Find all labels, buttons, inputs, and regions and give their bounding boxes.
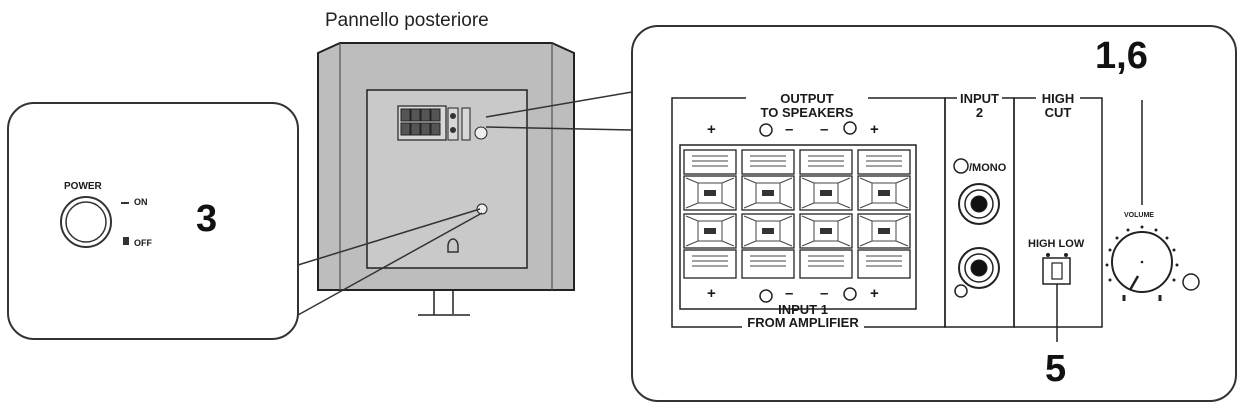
speaker-cabinet [317,42,575,316]
volume-knob [1105,100,1200,301]
terminal-plus-top-left: + [707,121,716,138]
input1-line1: INPUT 1 [778,302,828,317]
input2-title-line2: 2 [975,105,984,120]
terminal-minus-bottom-r: – [785,285,794,302]
terminal-minus-top-r: – [785,121,794,138]
high-low-label: HIGH LOW [1028,238,1085,250]
terminal-plus-bottom-right: + [870,285,879,302]
diagram-title: Pannello posteriore [325,10,489,31]
power-off-label: OFF [134,238,152,248]
high-low-switch [1042,253,1071,342]
terminal-plus-bottom-left: + [707,285,716,302]
input1-line2: FROM AMPLIFIER [747,315,859,330]
zoom-lines [297,91,633,316]
volume-label: VOLUME [1124,212,1154,219]
callout-volume-step: 1,6 [1095,35,1148,77]
output-title-line1: OUTPUT [780,91,834,106]
callout-power-step: 3 [196,198,218,240]
speaker-terminals [679,144,917,310]
terminal-minus-top-l: – [820,121,829,138]
power-on-label: ON [134,197,148,207]
terminal-plus-top-right: + [870,121,879,138]
terminal-minus-bottom-l: – [820,285,829,302]
highcut-title-line2: CUT [1044,105,1072,120]
mono-label: /MONO [969,162,1007,174]
input2-title-line1: INPUT [960,91,999,106]
callout-highcut-step: 5 [1045,348,1067,390]
input2-jacks [958,183,1000,289]
highcut-title-line1: HIGH [1041,91,1075,106]
output-title-line2: TO SPEAKERS [760,105,854,120]
channel-markers [759,121,969,303]
power-label: POWER [64,181,102,192]
power-callout-box [7,102,299,340]
